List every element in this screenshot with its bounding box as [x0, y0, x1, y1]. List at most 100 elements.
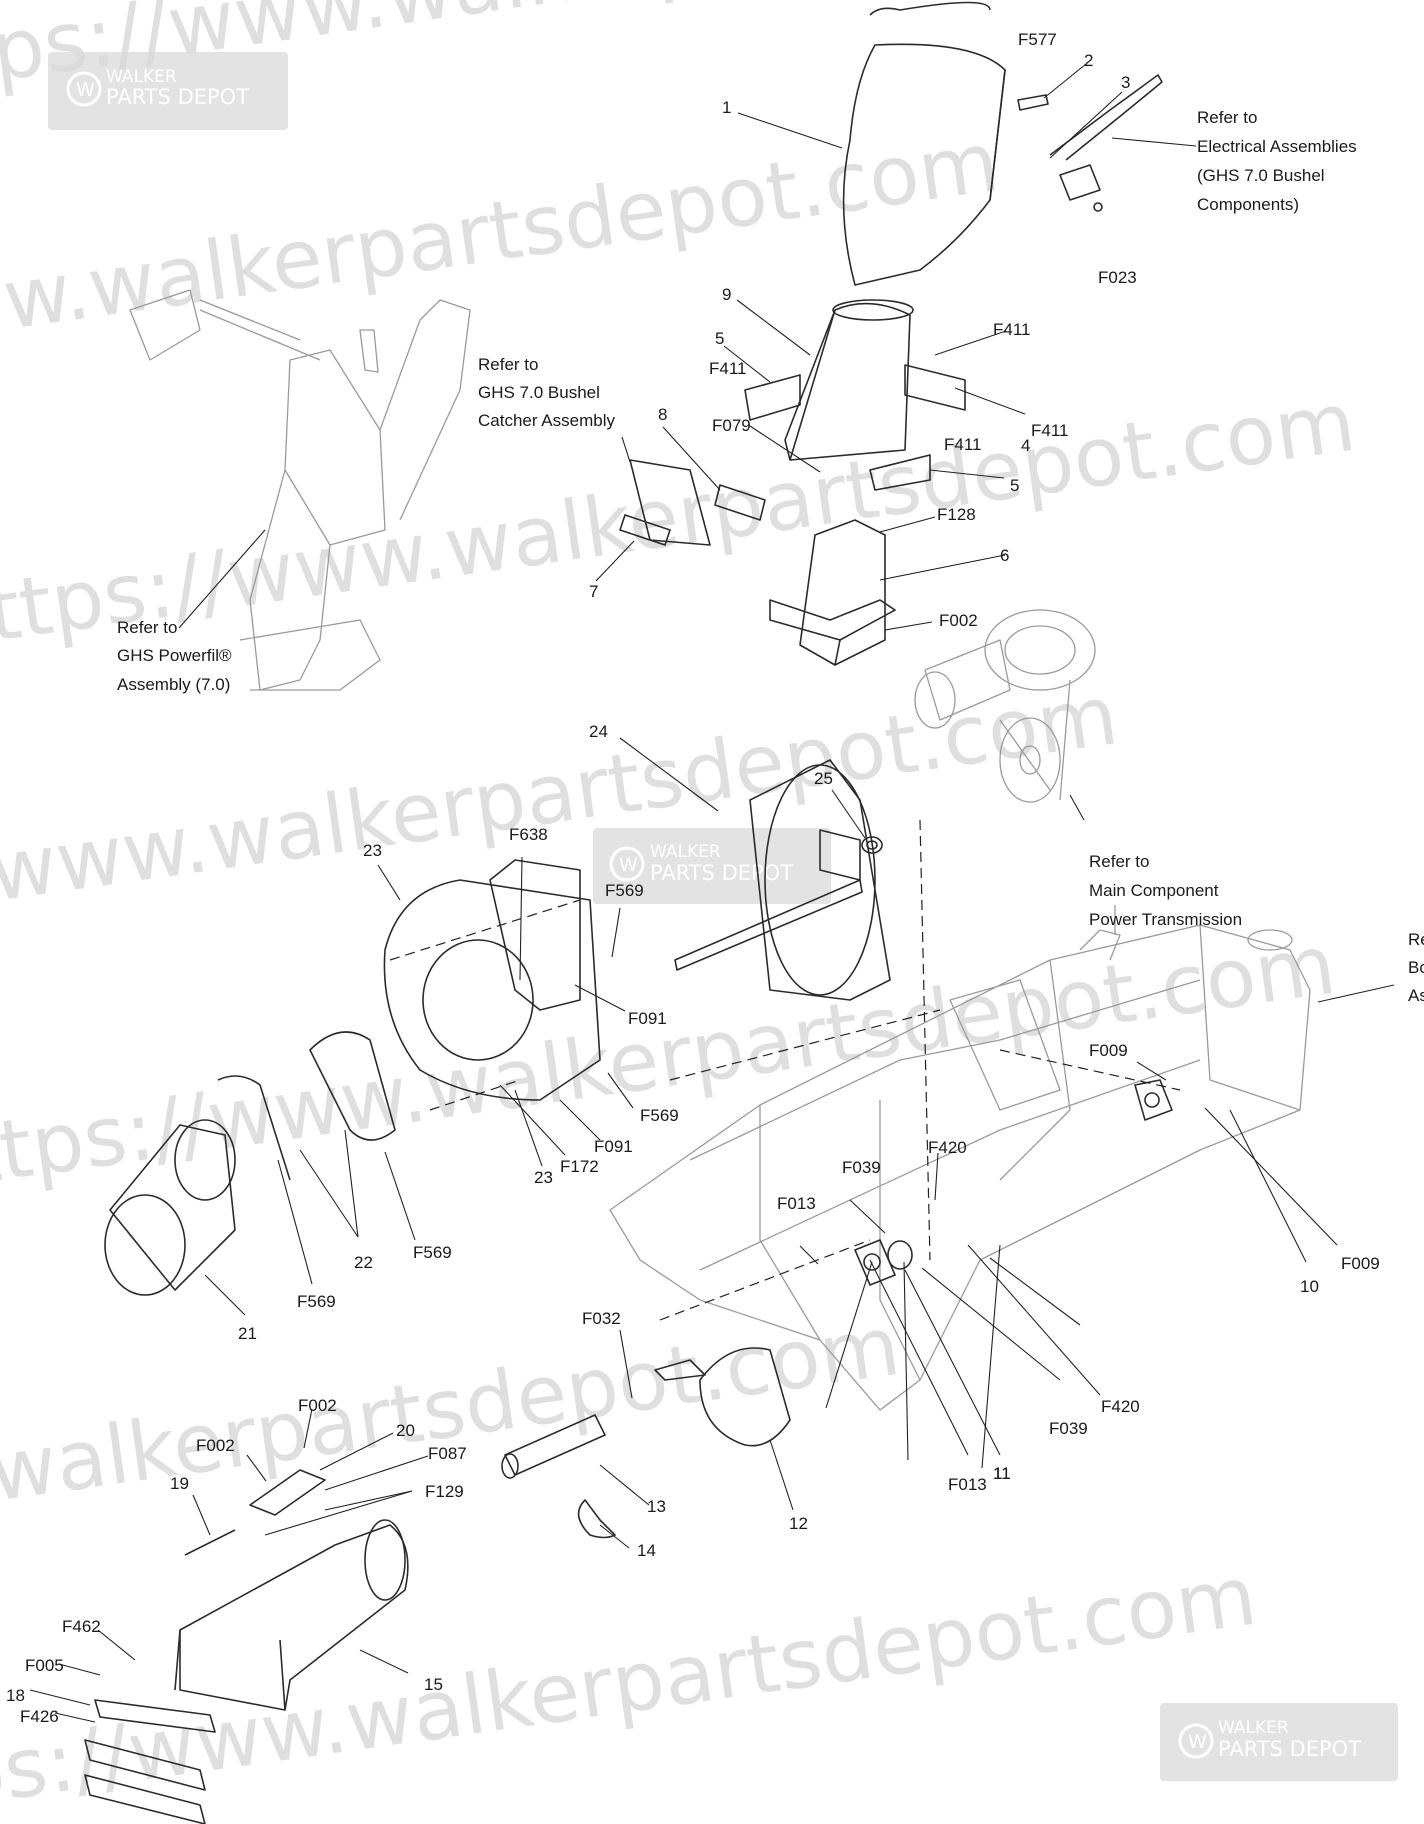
- logo-letter: W: [1188, 1731, 1207, 1753]
- reference-note-transmission: Refer to Main Component Power Transmissi…: [1089, 852, 1242, 929]
- badge-line-1: WALKER: [650, 842, 721, 862]
- reference-note-line: As: [1408, 986, 1424, 1005]
- part-label: 3: [1121, 73, 1130, 92]
- part-13-driveshaft: [501, 1414, 606, 1479]
- part-label: F172: [560, 1157, 599, 1176]
- part-label: 1: [722, 98, 731, 117]
- part-label: F009: [1341, 1254, 1380, 1273]
- part-label: 25: [814, 769, 833, 788]
- part-23-housing: [383, 859, 601, 1101]
- part-label: F411: [709, 359, 747, 378]
- part-21-intake-tube: [104, 1119, 236, 1296]
- part-label: 13: [647, 1497, 666, 1516]
- part-label: F013: [777, 1194, 816, 1213]
- walker-parts-depot-badge: W WALKER PARTS DEPOT: [1160, 1703, 1398, 1781]
- part-11-bearing: [854, 1239, 913, 1286]
- part-label: 18: [6, 1686, 25, 1705]
- part-labels: 1 2 3 4 5 5 6 7 8 9 10 11 11 12 13 14 15…: [6, 30, 1380, 1726]
- part-label: F013: [948, 1475, 987, 1494]
- part-18-hinges: [84, 1699, 216, 1824]
- reference-note-line: Components): [1197, 195, 1299, 214]
- badge-line-2: PARTS DEPOT: [650, 861, 793, 885]
- part-label: 10: [1300, 1277, 1319, 1296]
- part-label: 12: [789, 1514, 808, 1533]
- part-label: 2: [1084, 51, 1093, 70]
- part-22-rings: [217, 1031, 396, 1181]
- part-label: F128: [937, 505, 976, 524]
- part-label: F411: [944, 435, 982, 454]
- reference-note-line: GHS 7.0 Bushel: [478, 383, 600, 402]
- part-label: 19: [170, 1474, 189, 1493]
- reference-note-line: Refer to: [1089, 852, 1149, 871]
- badge-line-1: WALKER: [106, 67, 177, 87]
- part-label: F091: [594, 1137, 633, 1156]
- reference-note-line: Catcher Assembly: [478, 411, 615, 430]
- reference-note-electrical: Refer to Electrical Assemblies (GHS 7.0 …: [1197, 108, 1357, 214]
- part-9-transition: [784, 299, 914, 461]
- logo-letter: W: [619, 854, 638, 876]
- part-label: 8: [658, 405, 667, 424]
- reference-note-line: Bo: [1408, 958, 1424, 977]
- part-label: 7: [589, 582, 598, 601]
- part-label: F087: [428, 1444, 467, 1463]
- part-label: F569: [413, 1243, 452, 1262]
- badge-line-2: PARTS DEPOT: [1218, 1737, 1361, 1761]
- logo-icon: [1178, 1723, 1214, 1759]
- reference-note-line: (GHS 7.0 Bushel: [1197, 166, 1325, 185]
- part-label: 6: [1000, 546, 1009, 565]
- part-label: 20: [396, 1421, 415, 1440]
- part-24-impeller: [674, 759, 891, 1001]
- part-label: F023: [1098, 268, 1137, 287]
- part-19-20: [184, 1469, 326, 1556]
- watermark-text: https://www.walkerpartsdepot.com: [0, 375, 1361, 668]
- part-label: F091: [628, 1009, 667, 1028]
- part-label: F569: [297, 1292, 336, 1311]
- part-label: F420: [1101, 1397, 1140, 1416]
- watermark-text: https://www.walkerpartsdepot.com: [0, 668, 1123, 961]
- part-label: 9: [722, 285, 731, 304]
- part-label: F002: [298, 1396, 337, 1415]
- logo-icon: [609, 846, 645, 882]
- part-label: 4: [1021, 436, 1030, 455]
- part-label: F569: [605, 881, 644, 900]
- part-25-spacer: [861, 836, 883, 854]
- part-label: F002: [196, 1436, 235, 1455]
- part-label: F638: [509, 825, 548, 844]
- reference-note-body: Re Bo As: [1408, 930, 1424, 1005]
- assembly-lines: [389, 819, 1181, 1321]
- chassis-frame-ghost: [609, 905, 1311, 1411]
- part-label: 5: [715, 329, 724, 348]
- part-label: F411: [1031, 421, 1069, 440]
- part-4-5-brackets: [744, 364, 966, 491]
- reference-note-powerfil: Refer to GHS Powerfil® Assembly (7.0): [117, 618, 232, 694]
- reference-note-line: Refer to: [478, 355, 538, 374]
- walker-parts-depot-badge: W WALKER PARTS DEPOT: [593, 828, 831, 904]
- part-label: F569: [640, 1106, 679, 1125]
- part-label: 21: [238, 1324, 257, 1343]
- part-label: 15: [424, 1675, 443, 1694]
- part-6-chute-base: [769, 519, 896, 666]
- part-label: F079: [712, 416, 751, 435]
- part-label: 14: [637, 1541, 656, 1560]
- part-15-discharge-chute: [174, 1519, 409, 1711]
- reference-note-line: GHS Powerfil®: [117, 646, 232, 665]
- reference-note-line: Re: [1408, 930, 1424, 949]
- part-label: 24: [589, 722, 608, 741]
- part-label: F426: [20, 1707, 59, 1726]
- part-label: F009: [1089, 1041, 1128, 1060]
- reference-note-line: Refer to: [1197, 108, 1257, 127]
- logo-letter: W: [76, 79, 95, 101]
- leader-lines: [29, 63, 1395, 1723]
- walker-parts-depot-badge: W WALKER PARTS DEPOT: [48, 52, 288, 130]
- part-label: F420: [928, 1138, 967, 1157]
- part-7-8-brackets: [619, 459, 766, 546]
- transmission-pulleys-ghost: [914, 609, 1096, 803]
- part-1-deflector: [842, 1, 1006, 286]
- part-label: F129: [425, 1482, 464, 1501]
- part-label: 11: [993, 1464, 1011, 1483]
- part-12-guard: [654, 1347, 791, 1447]
- part-label: F005: [25, 1656, 64, 1675]
- reference-note-line: Power Transmission: [1089, 910, 1242, 929]
- parts-2-3-bracket: [1017, 74, 1163, 212]
